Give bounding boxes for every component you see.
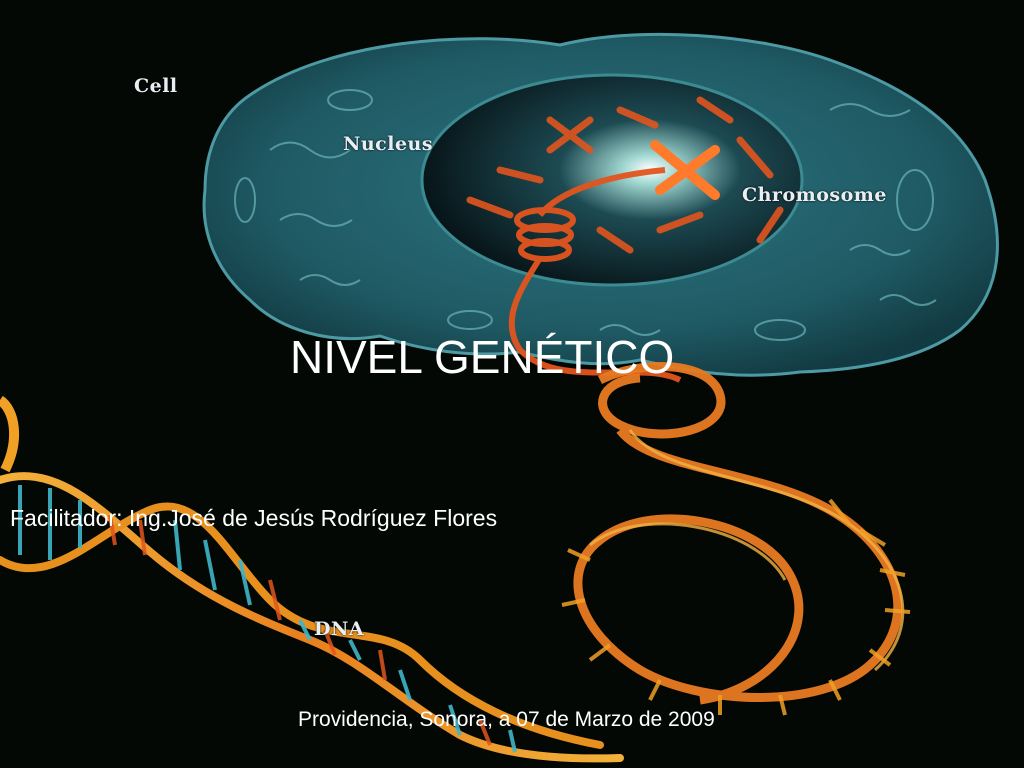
place-date-text: Providencia, Sonora, a 07 de Marzo de 20… (298, 708, 715, 731)
slide-title: NIVEL GENÉTICO (290, 331, 675, 383)
cell-label: Cell (134, 75, 178, 97)
nucleus-label: Nucleus (343, 133, 434, 155)
dna-label: DNA (314, 618, 365, 640)
chromosome-label: Chromosome (742, 184, 887, 206)
facilitator-text: Facilitador: Ing.José de Jesús Rodríguez… (10, 505, 498, 531)
